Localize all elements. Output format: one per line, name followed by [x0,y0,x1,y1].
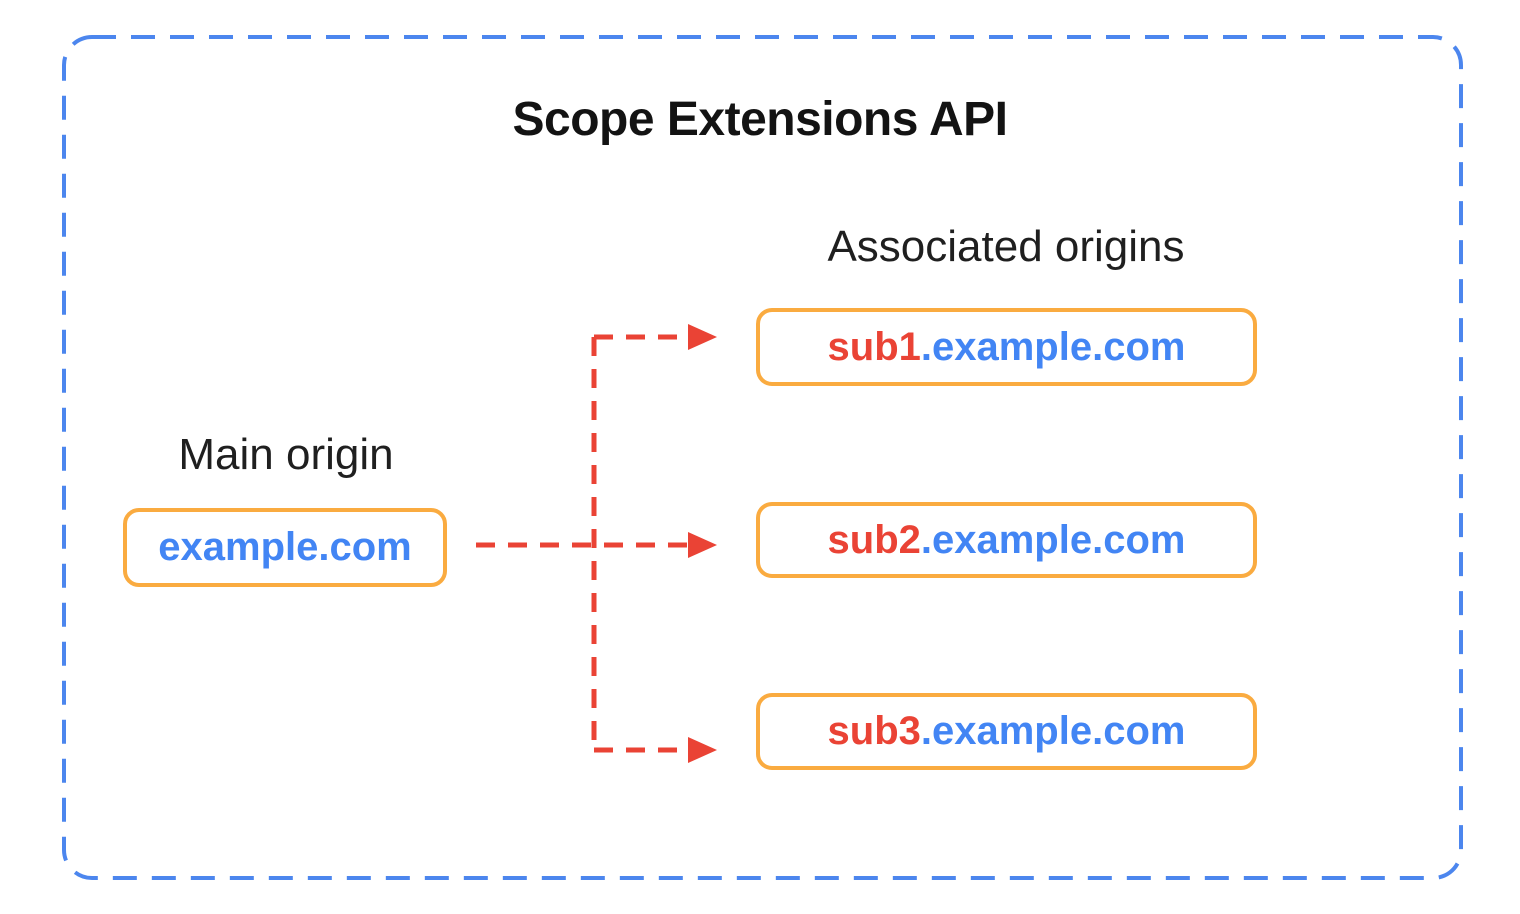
sub1-domain-text: .example.com [920,324,1186,369]
associated-origins-label: Associated origins [827,222,1185,271]
associated-origin-box-sub2: sub2.example.com [756,502,1257,578]
main-origin-label: Main origin [178,430,394,479]
arrowheads [688,324,717,763]
connector-lines [476,334,688,753]
arrowhead-sub1-icon [688,324,717,350]
associated-origin-box-sub3: sub3.example.com [756,693,1257,770]
main-origin-domain-text: example.com [158,525,412,569]
sub2-subdomain-text: sub2 [827,517,921,562]
sub1-subdomain-text: sub1 [827,324,921,369]
sub2-domain-text: .example.com [920,517,1186,562]
associated-origin-box-sub1: sub1.example.com [756,308,1257,386]
scope-boundary-dashed-border [62,35,1463,880]
sub3-subdomain-text: sub3 [827,709,921,753]
main-origin-box: example.com [123,508,447,587]
diagram-title: Scope Extensions API [512,93,1008,146]
arrowhead-sub2-icon [688,532,717,558]
arrowhead-sub3-icon [688,737,717,763]
sub3-domain-text: .example.com [920,709,1186,753]
